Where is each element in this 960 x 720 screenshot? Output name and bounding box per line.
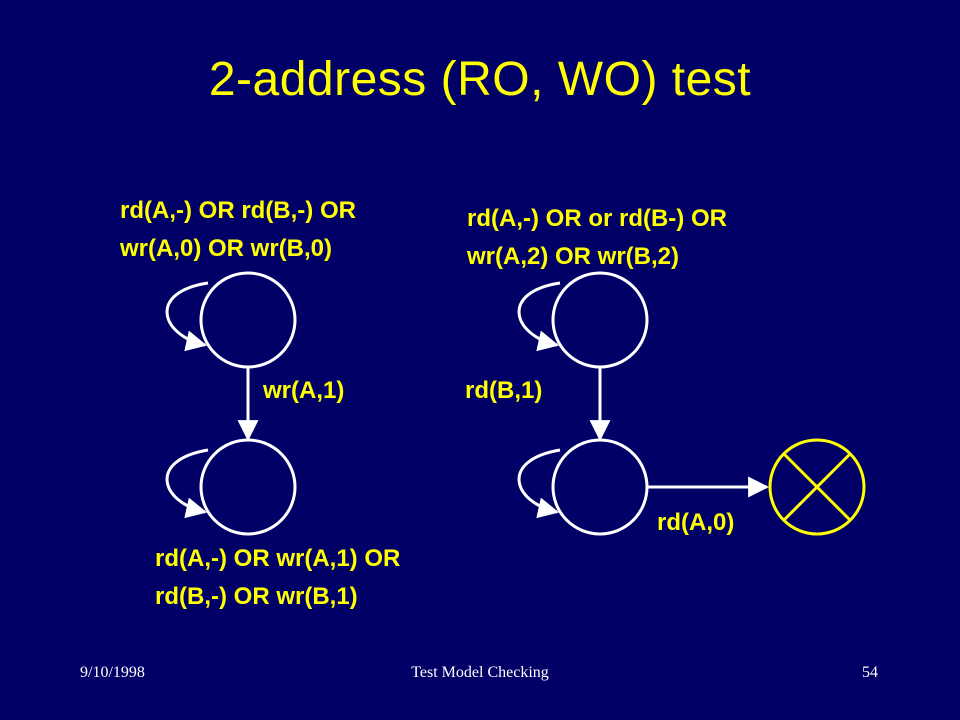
fail-state-x-line2 <box>782 452 852 522</box>
label-top-right: rd(A,-) OR or rd(B-) OR wr(A,2) OR wr(B,… <box>467 200 727 276</box>
self-loop-right-bottom <box>517 448 561 519</box>
label-top-left-line2: wr(A,0) OR wr(B,0) <box>120 235 333 262</box>
label-right-transition: rd(B,1) <box>465 377 543 404</box>
footer-page-number: 54 <box>862 664 878 681</box>
self-loop-left-bottom <box>165 448 209 519</box>
label-fail-transition: rd(A,0) <box>657 509 735 536</box>
state-left-bottom <box>199 438 297 536</box>
state-left-top <box>199 271 297 369</box>
label-top-left: rd(A,-) OR rd(B,-) OR wr(A,0) OR wr(B,0) <box>120 192 356 268</box>
slide-title: 2-address (RO, WO) test <box>208 53 752 106</box>
fail-state <box>768 438 866 536</box>
label-top-right-line2: wr(A,2) OR wr(B,2) <box>467 243 680 270</box>
label-bottom-left: rd(A,-) OR wr(A,1) OR rd(B,-) OR wr(B,1) <box>155 540 400 616</box>
label-top-right-line1: rd(A,-) OR or rd(B-) OR <box>467 205 727 232</box>
footer-title: Test Model Checking <box>411 664 549 681</box>
state-right-top <box>551 271 649 369</box>
label-top-left-line1: rd(A,-) OR rd(B,-) OR <box>120 197 356 224</box>
self-loop-right-top <box>517 281 561 352</box>
state-right-bottom <box>551 438 649 536</box>
label-bottom-left-line1: rd(A,-) OR wr(A,1) OR <box>155 545 401 572</box>
label-left-transition: wr(A,1) <box>263 377 345 404</box>
self-loop-left-top <box>165 281 209 352</box>
footer-date: 9/10/1998 <box>80 664 145 681</box>
label-bottom-left-line2: rd(B,-) OR wr(B,1) <box>155 583 358 610</box>
fail-state-circle <box>768 438 866 536</box>
